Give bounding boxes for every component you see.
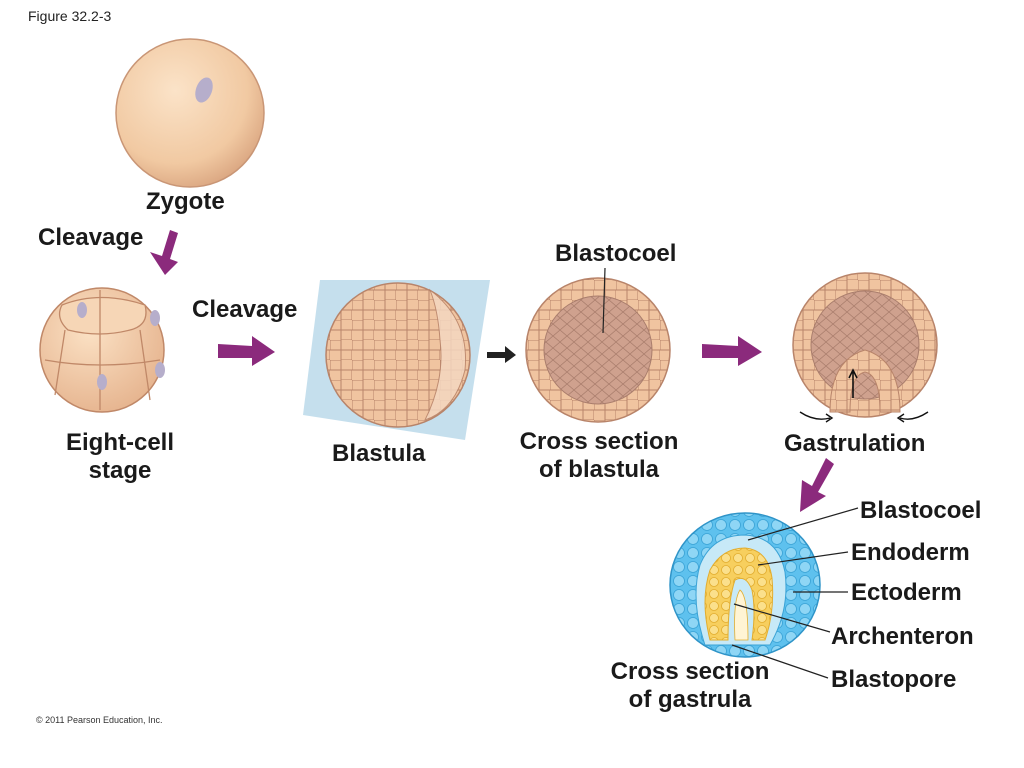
gastrula-cross-section <box>669 512 821 658</box>
blastocoel-top-label: Blastocoel <box>555 240 677 267</box>
copyright-notice: © 2011 Pearson Education, Inc. <box>36 715 163 725</box>
gastrulation-arrow-right <box>702 336 762 366</box>
zygote-label: Zygote <box>146 188 225 215</box>
gastrulation-label: Gastrulation <box>784 430 926 457</box>
cleavage-arrow-right <box>218 336 275 366</box>
blastula-label: Blastula <box>332 440 426 467</box>
blastocoel-leader-line <box>602 267 606 334</box>
cross-gastrula-label-line2: of gastrula <box>628 686 752 713</box>
gastrula-leader-lines <box>731 507 859 679</box>
eight-cell-illustration <box>39 287 165 413</box>
figure-label: Figure 32.2-3 <box>28 8 112 24</box>
cross-blastula-label: Cross section of blastula <box>509 428 689 484</box>
cross-gastrula-label-line1: Cross section <box>610 658 770 685</box>
zygote-illustration <box>115 38 265 188</box>
blastula-cross-section <box>525 267 671 423</box>
cleavage-arrow-down <box>150 230 178 275</box>
endoderm-label: Endoderm <box>851 539 970 566</box>
cleavage-label-2: Cleavage <box>192 296 298 323</box>
eight-cell-label-line2: stage <box>88 457 152 484</box>
cleavage-label-1: Cleavage <box>38 224 144 251</box>
blastocoel-gastrula-label: Blastocoel <box>860 497 982 524</box>
cross-blastula-label-line2: of blastula <box>538 456 659 483</box>
eight-cell-label: Eight-cell stage <box>40 429 200 485</box>
cross-gastrula-label: Cross section of gastrula <box>600 658 780 714</box>
cross-blastula-label-line1: Cross section <box>519 428 679 455</box>
gastrulation-illustration <box>792 272 938 423</box>
blastula-illustration <box>303 280 490 440</box>
archenteron-label: Archenteron <box>831 623 974 650</box>
ectoderm-label: Ectoderm <box>851 579 962 606</box>
eight-cell-label-line1: Eight-cell <box>65 429 174 456</box>
gastrula-arrow-down <box>800 458 834 512</box>
blastopore-label: Blastopore <box>831 666 957 693</box>
small-arrow-right <box>487 346 516 363</box>
